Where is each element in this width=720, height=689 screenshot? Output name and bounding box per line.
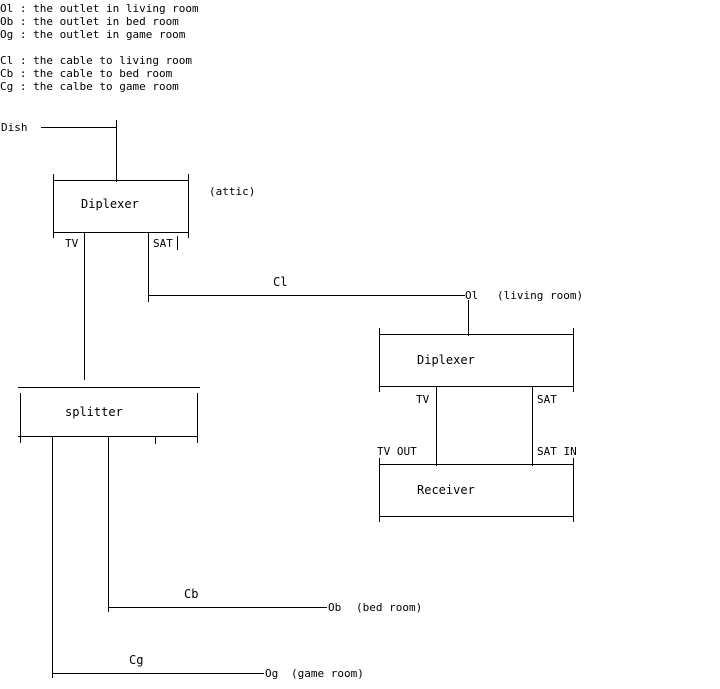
legend-cable-game: Cg : the calbe to game room — [0, 80, 179, 93]
legend-cable-living: Cl : the cable to living room — [0, 54, 193, 67]
legend-outlet-game: Og : the outlet in game room — [0, 28, 186, 41]
cable-bed-label: Cb — [184, 587, 199, 601]
cable-game-label: Cg — [129, 653, 144, 667]
attic-tv-port: TV — [65, 237, 79, 250]
outlet-living-label: Ol — [465, 289, 479, 302]
legend-outlet-living: Ol : the outlet in living room — [0, 2, 199, 15]
living-sat-port: SAT — [537, 393, 557, 406]
tv-out-port: TV OUT — [377, 445, 417, 458]
legend-cable-bed: Cb : the cable to bed room — [0, 67, 173, 80]
bed-note: (bed room) — [356, 601, 423, 614]
living-note: (living room) — [497, 289, 584, 302]
dish-label: Dish — [1, 121, 28, 134]
living-diplexer-label: Diplexer — [417, 353, 475, 367]
outlet-bed-label: Ob — [328, 601, 342, 614]
attic-sat-port: SAT — [153, 237, 173, 250]
attic-diplexer-label: Diplexer — [81, 197, 139, 211]
legend-outlet-bed: Ob : the outlet in bed room — [0, 15, 179, 28]
attic-note: (attic) — [209, 185, 256, 198]
outlet-game-label: Og — [265, 667, 279, 680]
living-tv-port: TV — [416, 393, 430, 406]
splitter-label: splitter — [65, 405, 123, 419]
game-note: (game room) — [291, 667, 364, 680]
sat-in-port: SAT IN — [537, 445, 577, 458]
cable-living-label: Cl — [273, 275, 288, 289]
receiver-label: Receiver — [417, 483, 475, 497]
